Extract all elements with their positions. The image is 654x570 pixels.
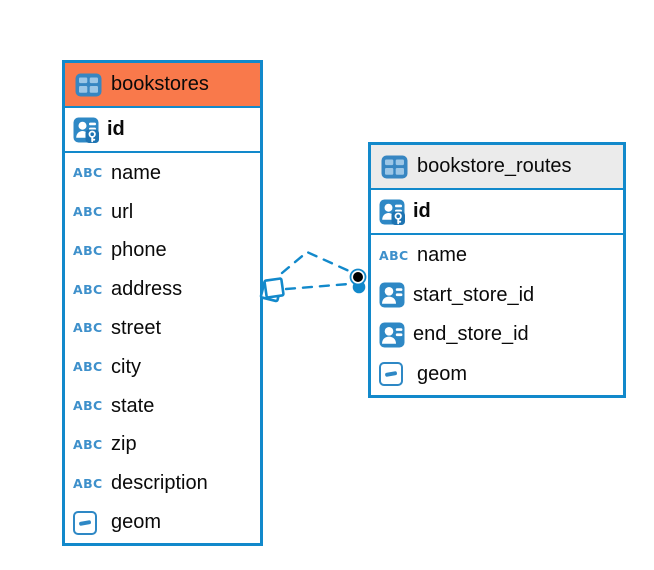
relationship-line-lower[interactable] <box>284 282 351 291</box>
table-bookstores-header[interactable]: bookstores <box>65 63 260 108</box>
column-row-id[interactable]: id <box>65 108 260 153</box>
text-type-icon: ABC <box>73 475 103 491</box>
geometry-type-icon <box>379 362 409 387</box>
text-type-icon: ABC <box>73 359 103 375</box>
column-row-street[interactable]: ABC street <box>65 309 260 348</box>
table-bookstores-columns: ABC name ABC url ABC phone ABC address A… <box>65 153 260 543</box>
table-bookstore-routes-header[interactable]: bookstore_routes <box>371 145 623 190</box>
column-label: start_store_id <box>413 283 535 306</box>
column-label: address <box>111 278 183 301</box>
column-row-address[interactable]: ABC address <box>65 270 260 309</box>
table-bookstores[interactable]: bookstores id ABC name ABC url ABC phone… <box>62 60 263 546</box>
relationship-line-upper[interactable] <box>280 250 351 275</box>
column-label: geom <box>111 511 162 534</box>
column-label: url <box>111 200 134 223</box>
text-type-icon: ABC <box>73 165 103 181</box>
column-row-phone[interactable]: ABC phone <box>65 232 260 271</box>
column-row-zip[interactable]: ABC zip <box>65 426 260 465</box>
column-label: phone <box>111 239 167 262</box>
text-type-icon: ABC <box>73 320 103 336</box>
table-title: bookstores <box>111 73 209 95</box>
reference-icon <box>379 322 405 348</box>
column-label: geom <box>417 362 468 385</box>
source-marker-squares-icon <box>259 277 285 303</box>
text-type-icon: ABC <box>379 247 409 263</box>
column-row-description[interactable]: ABC description <box>65 464 260 503</box>
column-row-url[interactable]: ABC url <box>65 193 260 232</box>
text-type-icon: ABC <box>73 281 103 297</box>
text-type-icon: ABC <box>73 203 103 219</box>
text-type-icon: ABC <box>73 242 103 258</box>
column-row-start-store-id[interactable]: start_store_id <box>371 276 623 316</box>
target-marker-dots-icon <box>349 268 367 295</box>
column-row-state[interactable]: ABC state <box>65 387 260 426</box>
table-icon <box>75 73 102 97</box>
column-label: name <box>111 161 162 184</box>
geometry-type-icon <box>73 510 103 535</box>
relationship-connector[interactable] <box>259 250 367 303</box>
primary-key-icon <box>379 199 405 225</box>
reference-icon <box>379 282 405 308</box>
column-row-geom[interactable]: geom <box>65 503 260 542</box>
column-label: description <box>111 472 208 495</box>
column-row-name[interactable]: ABC name <box>65 154 260 193</box>
column-row-city[interactable]: ABC city <box>65 348 260 387</box>
column-label: name <box>417 244 468 267</box>
text-type-icon: ABC <box>73 397 103 413</box>
column-label: id <box>107 118 125 140</box>
table-icon <box>381 155 408 179</box>
column-row-name[interactable]: ABC name <box>371 236 623 276</box>
column-label: end_store_id <box>413 323 529 346</box>
column-label: city <box>111 355 141 378</box>
column-label: zip <box>111 433 137 456</box>
table-title: bookstore_routes <box>417 155 572 177</box>
column-row-geom[interactable]: geom <box>371 355 623 395</box>
column-label: id <box>413 200 431 222</box>
column-row-end-store-id[interactable]: end_store_id <box>371 315 623 355</box>
text-type-icon: ABC <box>73 436 103 452</box>
column-label: state <box>111 394 155 417</box>
primary-key-icon <box>73 117 99 143</box>
column-row-id[interactable]: id <box>371 190 623 235</box>
table-bookstore-routes-columns: ABC name start_store_id end_store_id geo… <box>371 235 623 395</box>
table-bookstore-routes[interactable]: bookstore_routes id ABC name start_store… <box>368 142 626 398</box>
column-label: street <box>111 317 162 340</box>
